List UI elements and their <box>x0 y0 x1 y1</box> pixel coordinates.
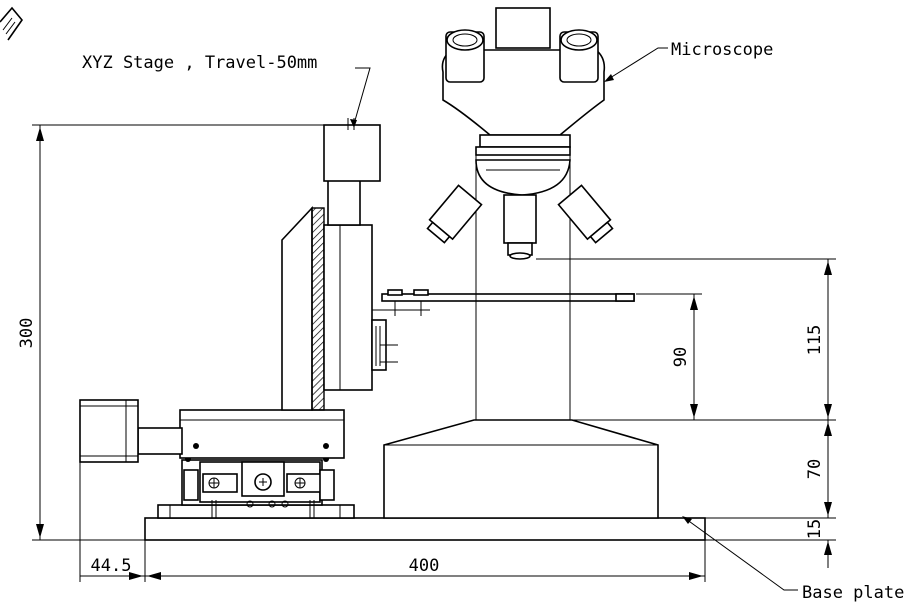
dim-115-label: 115 <box>805 325 825 356</box>
dim-15-label: 15 <box>805 519 825 539</box>
xyz-stage-label: XYZ Stage , Travel-50mm <box>82 53 317 73</box>
dim-90-label: 90 <box>671 347 691 367</box>
stage-base-mechanism <box>157 456 355 519</box>
corner-fragment <box>0 6 24 41</box>
dimension-lines <box>32 124 836 582</box>
dim-70-label: 70 <box>805 459 825 479</box>
microscope-body <box>383 7 659 519</box>
dim-400-label: 400 <box>409 556 440 576</box>
base-plate-label: Base plate <box>802 583 904 603</box>
dim-44-5-label: 44.5 <box>91 556 132 576</box>
base-plate <box>144 517 706 541</box>
x-axis-stage <box>79 399 345 463</box>
microscope-label: Microscope <box>671 40 773 60</box>
sample-arm <box>371 289 635 371</box>
z-axis-column <box>281 118 381 411</box>
dim-300-label: 300 <box>17 318 37 349</box>
leader-lines <box>350 47 798 591</box>
